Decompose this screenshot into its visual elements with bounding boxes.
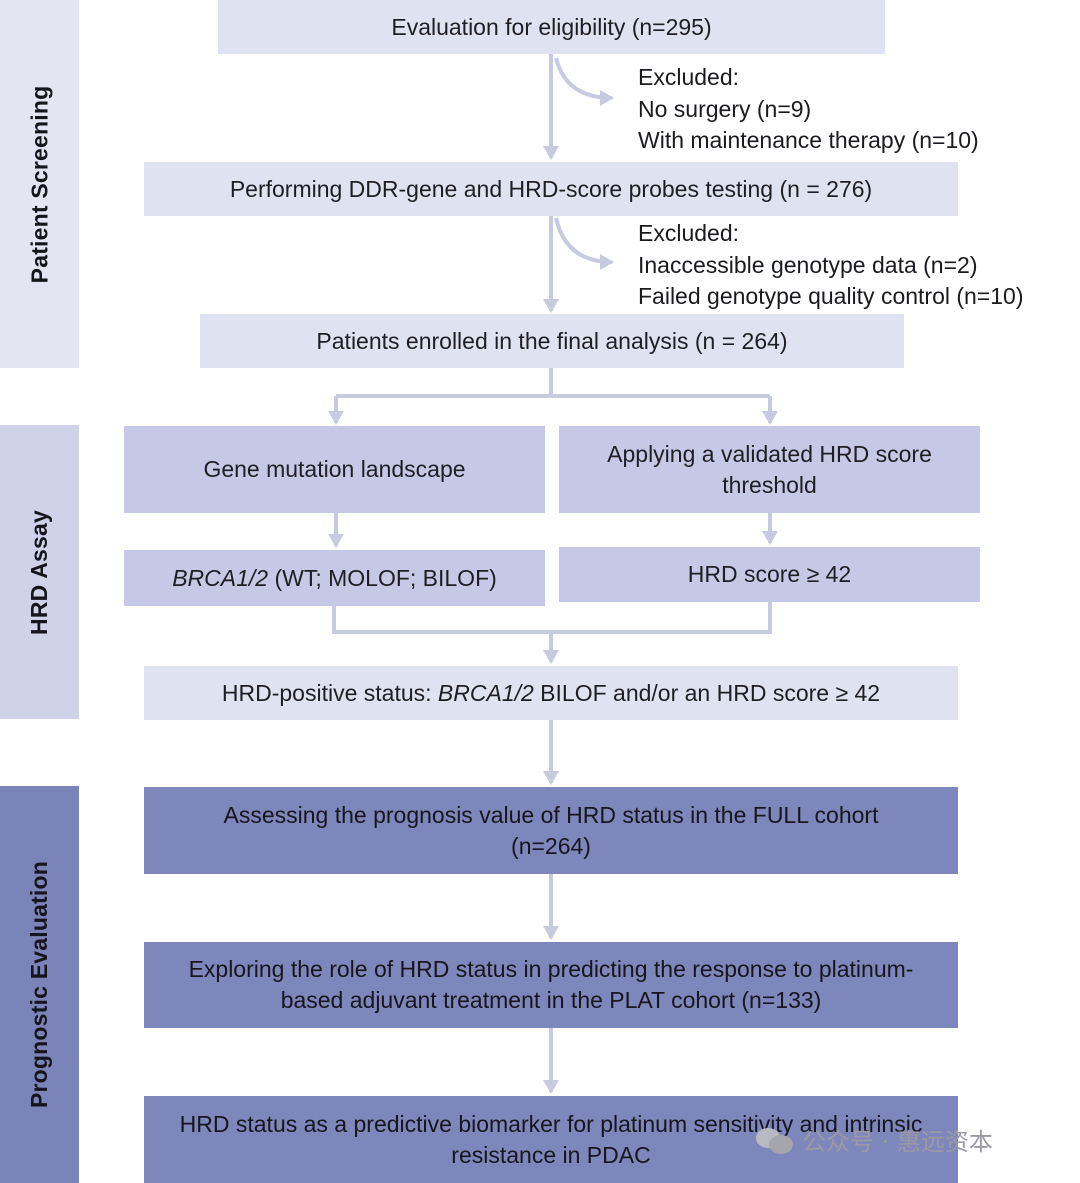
positive-gene-italic: BRCA1/2 [437, 679, 534, 706]
hrd-positive-text: HRD-positive status: BRCA1/2 BILOF and/o… [222, 678, 880, 709]
brca-text: BRCA1/2 (WT; MOLOF; BILOF) [172, 563, 497, 594]
enrolled-text: Patients enrolled in the final analysis … [316, 327, 788, 354]
positive-prefix: HRD-positive status: [221, 679, 438, 706]
exclusion-2-item: Inaccessible genotype data (n=2) [638, 251, 978, 278]
watermark-text: 公众号 · 惠远资本 [802, 1128, 993, 1156]
exclusion-1-item: With maintenance therapy (n=10) [638, 127, 979, 153]
plat-cohort-box: Exploring the role of HRD status in pred… [144, 942, 958, 1028]
gene-landscape-text: Gene mutation landscape [203, 456, 466, 482]
exclusion-note-1: Excluded: No surgery (n=9) With maintena… [638, 62, 979, 157]
brca-rest: (WT; MOLOF; BILOF) [268, 564, 497, 591]
section-patient-screening: Patient Screening [0, 0, 79, 368]
hrd-score-text: HRD score ≥ 42 [687, 561, 852, 587]
brca-gene-italic: BRCA1/2 [172, 564, 269, 591]
exclusion-note-2: Excluded: Inaccessible genotype data (n=… [638, 218, 1024, 313]
positive-suffix: BILOF and/or an HRD score ≥ 42 [533, 679, 881, 706]
gene-landscape-box: Gene mutation landscape [124, 426, 545, 513]
exclusion-1-item: No surgery (n=9) [638, 95, 812, 122]
watermark: 公众号 · 惠远资本 [756, 1122, 993, 1157]
full-cohort-box: Assessing the prognosis value of HRD sta… [144, 787, 958, 874]
testing-text: Performing DDR-gene and HRD-score probes… [229, 175, 873, 202]
plat-cohort-text: Exploring the role of HRD status in pred… [188, 956, 914, 1013]
hrd-positive-box: HRD-positive status: BRCA1/2 BILOF and/o… [144, 666, 958, 720]
biomarker-box: HRD status as a predictive biomarker for… [144, 1096, 958, 1183]
enrolled-box: Patients enrolled in the final analysis … [200, 314, 904, 368]
section-prognostic-evaluation: Prognostic Evaluation [0, 786, 79, 1183]
biomarker-text: HRD status as a predictive biomarker for… [179, 1110, 923, 1168]
eligibility-box: Evaluation for eligibility (n=295) [218, 0, 885, 54]
exclusion-2-heading: Excluded: [638, 220, 740, 246]
arrow-exclusion-1 [554, 57, 614, 106]
exclusion-2-item: Failed genotype quality control (n=10) [638, 283, 1024, 309]
hrd-threshold-text: Applying a validated HRD score threshold [607, 440, 932, 498]
section-hrd-assay: HRD Assay [0, 425, 79, 719]
full-cohort-text: Assessing the prognosis value of HRD sta… [223, 801, 879, 859]
hrd-threshold-box: Applying a validated HRD score threshold [559, 426, 980, 513]
arrow-exclusion-2 [554, 217, 614, 270]
hrd-score-box: HRD score ≥ 42 [559, 547, 980, 602]
eligibility-text: Evaluation for eligibility (n=295) [391, 13, 712, 40]
wechat-icon [756, 1126, 794, 1154]
testing-box: Performing DDR-gene and HRD-score probes… [144, 162, 958, 216]
brca-box: BRCA1/2 (WT; MOLOF; BILOF) [124, 550, 545, 606]
exclusion-1-heading: Excluded: [638, 64, 740, 90]
